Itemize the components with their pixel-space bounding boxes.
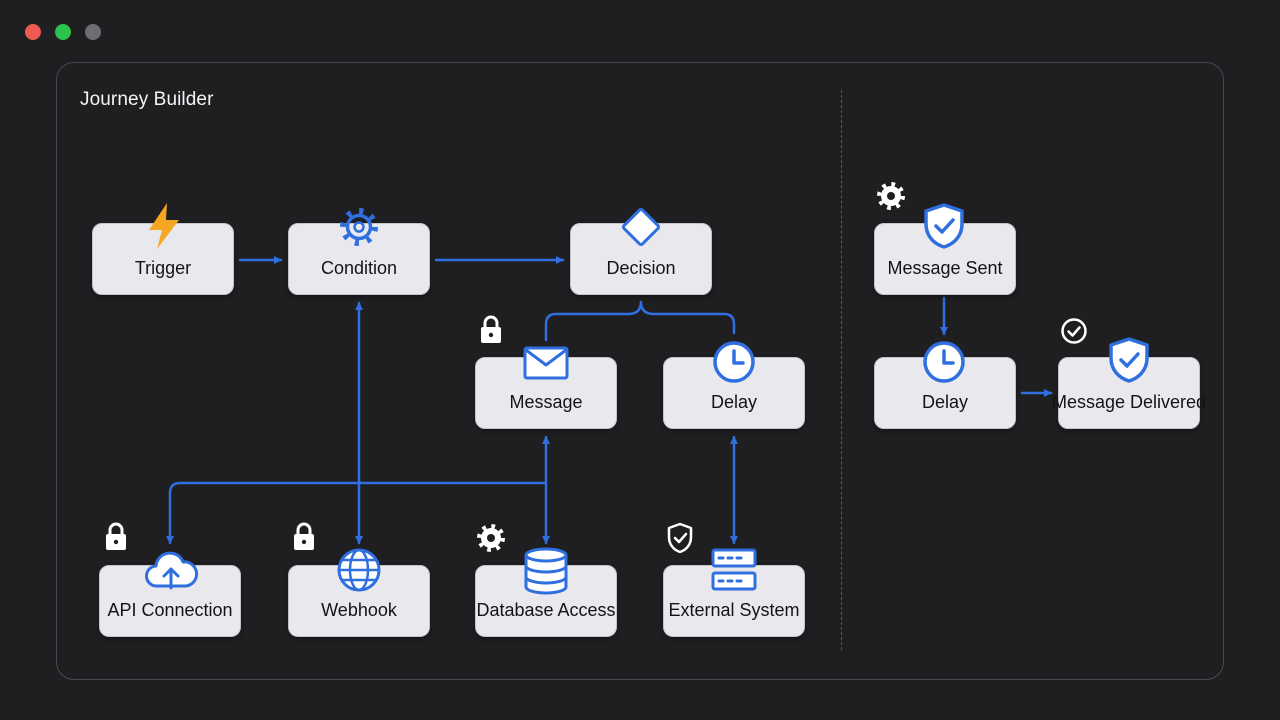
node-delay-2-label: Delay	[921, 392, 969, 412]
shield-check-icon	[1109, 337, 1149, 383]
connector-message-api	[166, 481, 548, 545]
node-delay-label: Delay	[710, 392, 758, 412]
node-webhook-label: Webhook	[321, 600, 397, 620]
node-trigger[interactable]: Trigger	[92, 223, 234, 295]
node-database-access-label: Database Access	[476, 600, 616, 620]
window-maximize-button[interactable]	[55, 24, 71, 40]
globe-icon	[337, 548, 381, 592]
server-icon	[711, 548, 757, 591]
connector-decision-branch	[544, 300, 736, 342]
window-minimize-button[interactable]	[85, 24, 101, 40]
node-condition-label: Condition	[320, 258, 398, 278]
section-divider	[841, 90, 842, 650]
lock-icon	[106, 522, 126, 550]
gear-icon	[877, 182, 905, 210]
node-message-sent-label: Message Sent	[887, 258, 1003, 278]
journey-builder-panel	[56, 62, 1224, 680]
check-circle-icon	[1061, 318, 1087, 344]
gear-icon	[340, 208, 378, 246]
node-condition[interactable]: Condition	[288, 223, 430, 295]
node-api-connection-label: API Connection	[107, 600, 233, 620]
node-external-system-label: External System	[668, 600, 800, 620]
node-decision-label: Decision	[606, 258, 676, 278]
shield-check-icon	[924, 203, 964, 249]
node-trigger-label: Trigger	[134, 258, 192, 278]
cloud-upload-icon	[145, 551, 199, 590]
shield-check-icon	[667, 522, 693, 554]
panel-title: Journey Builder	[80, 89, 214, 110]
envelope-icon	[523, 346, 569, 380]
window-close-button[interactable]	[25, 24, 41, 40]
node-message-label: Message	[509, 392, 583, 412]
node-message-delivered-label: Message Delivered	[1051, 392, 1207, 412]
lock-icon	[294, 522, 314, 550]
diamond-icon	[621, 207, 661, 247]
clock-icon	[713, 341, 755, 383]
lightning-icon	[149, 203, 179, 249]
clock-icon	[923, 341, 965, 383]
gear-icon	[477, 524, 505, 552]
database-icon	[524, 547, 568, 595]
lock-icon	[481, 315, 501, 343]
